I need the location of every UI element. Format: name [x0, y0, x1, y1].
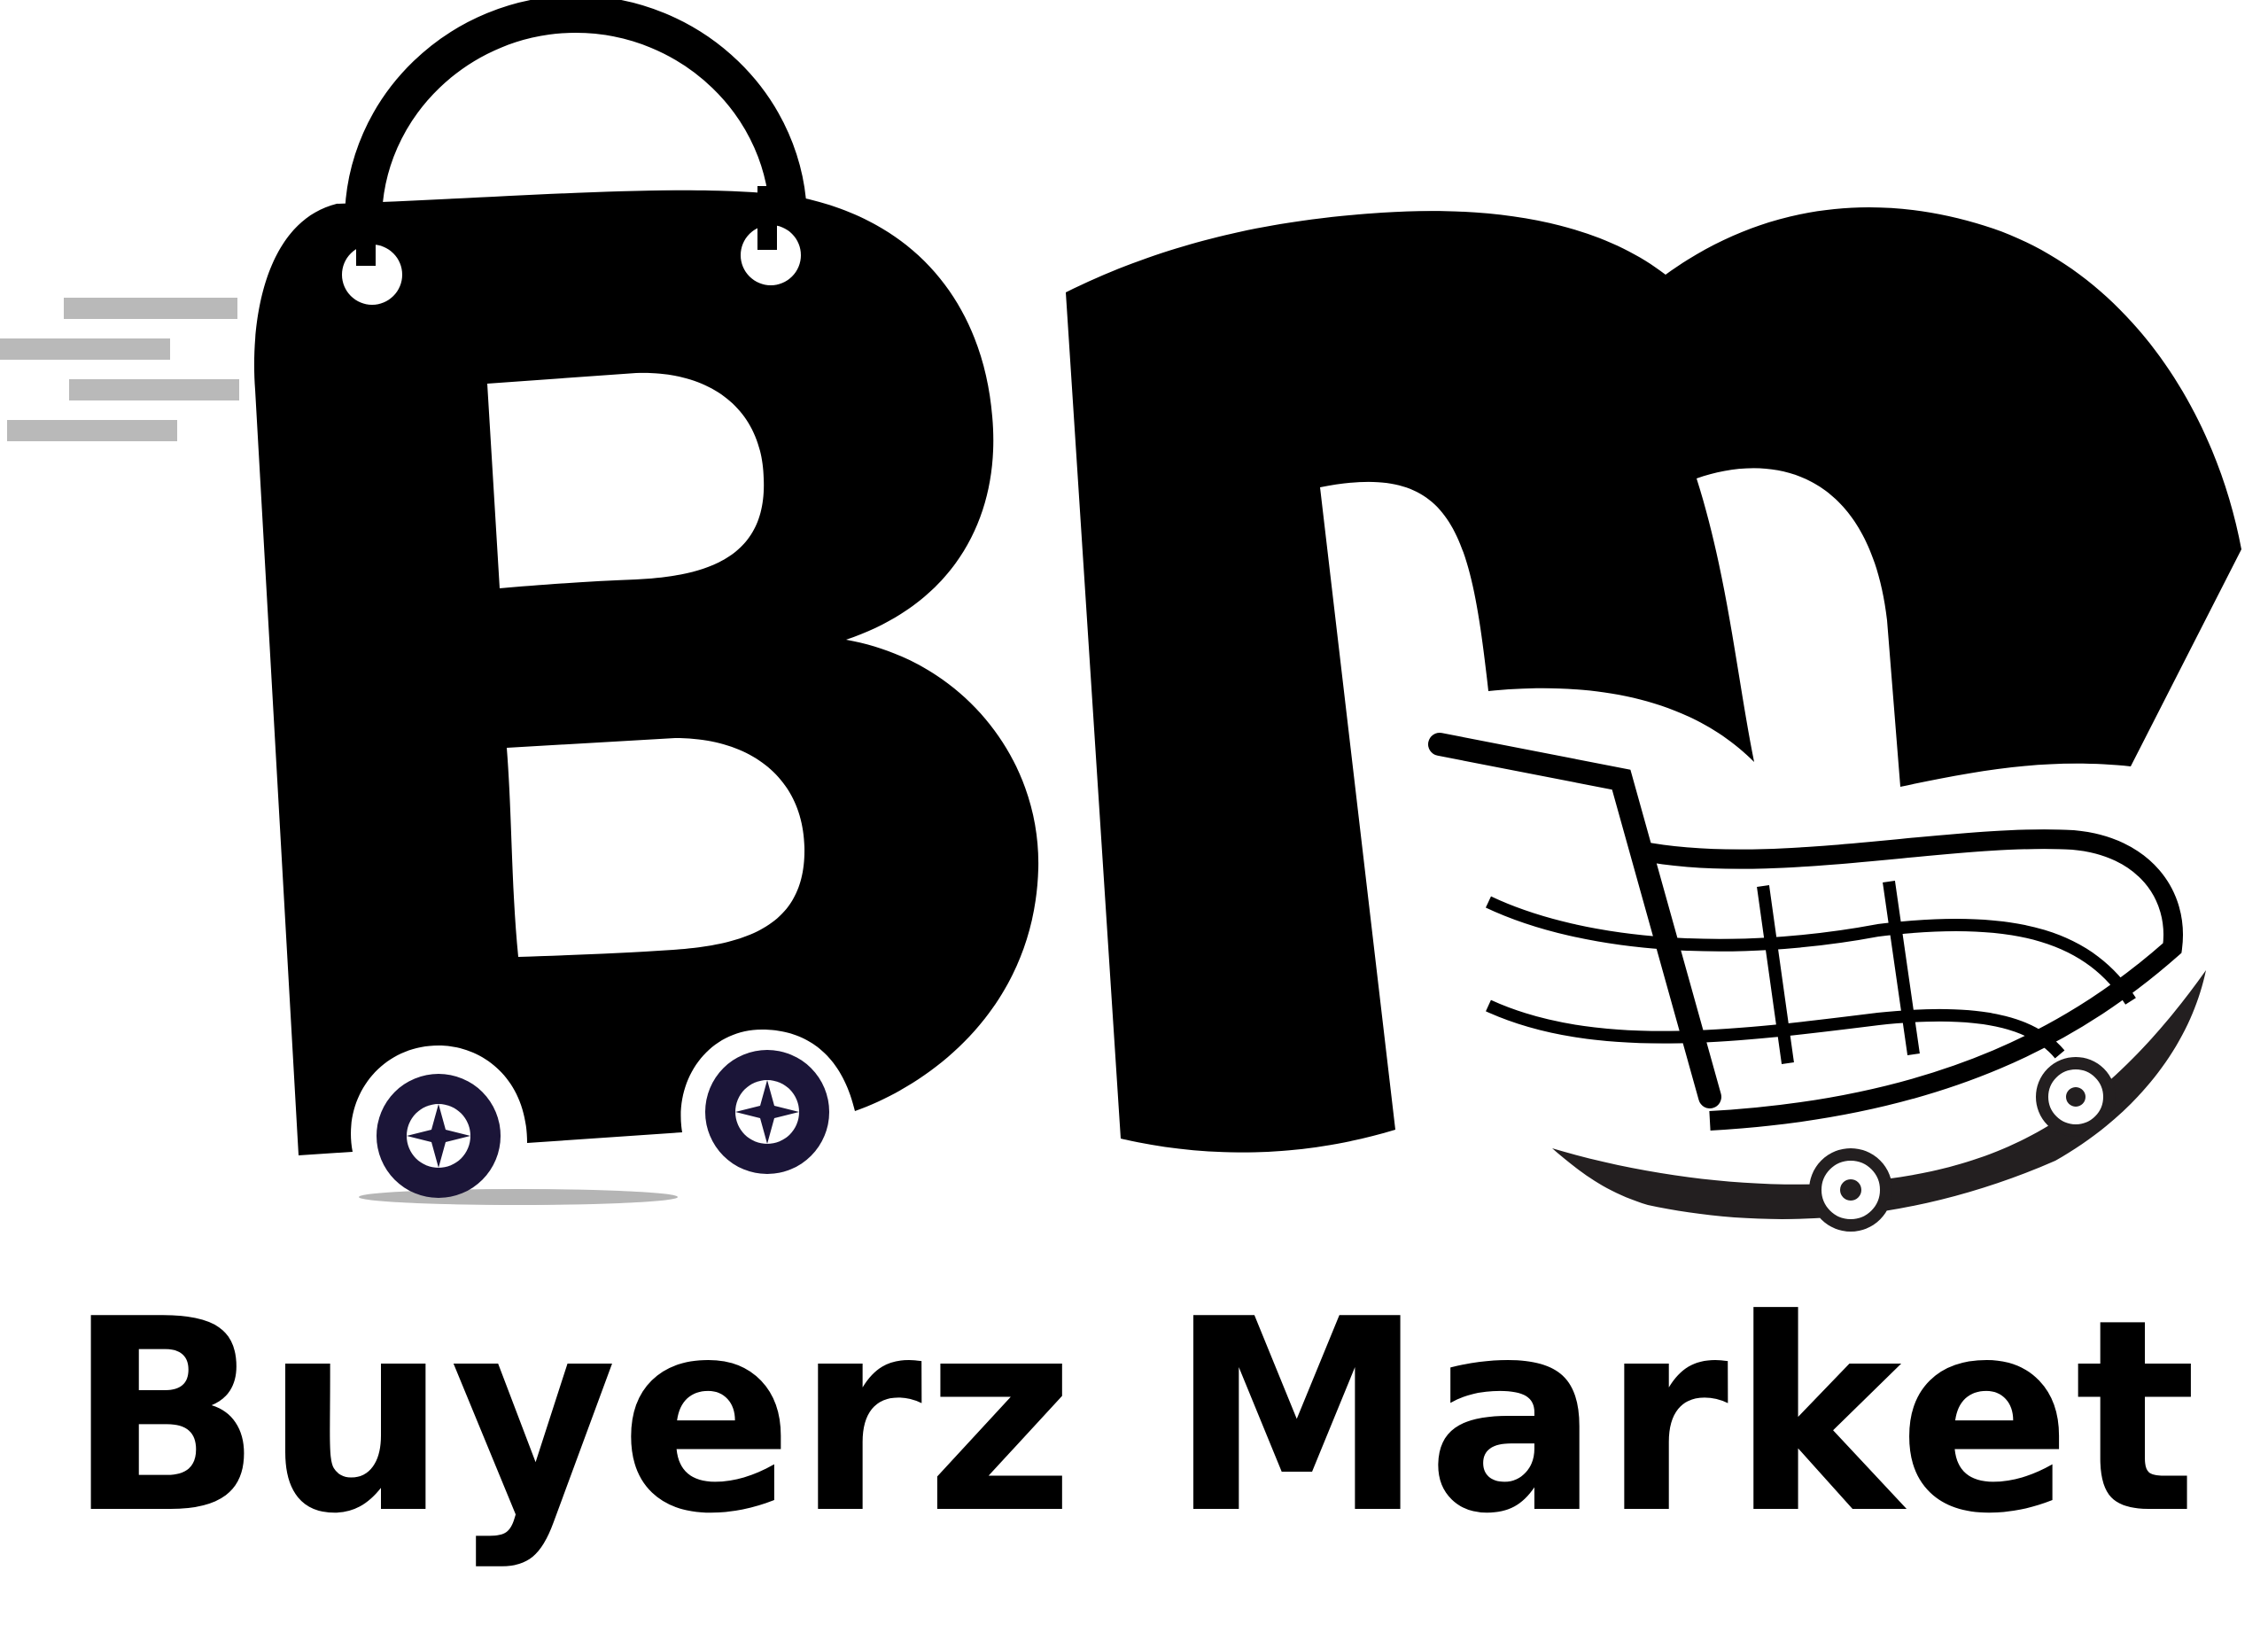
- letter-m: [1066, 206, 2241, 1153]
- shopping-bag-icon: [253, 0, 1039, 1156]
- shopping-cart-icon: [1428, 733, 2206, 1232]
- brand-name: Buyerz Market: [67, 1263, 2201, 1572]
- speed-lines-icon: [0, 298, 239, 441]
- wheel-shadow: [359, 1189, 678, 1205]
- wordmark: Buyerz Market: [67, 1258, 2197, 1577]
- wheel-icon: [705, 1050, 829, 1174]
- wheel-icon: [377, 1074, 501, 1198]
